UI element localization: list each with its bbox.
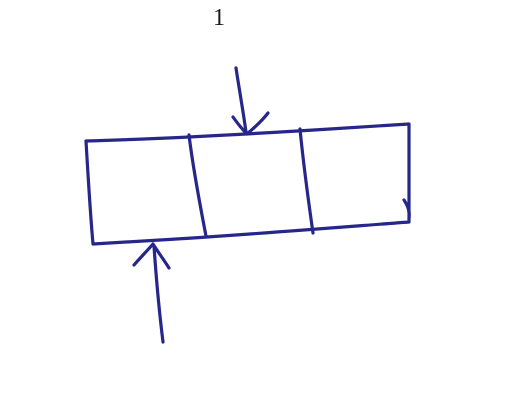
- top-arrow-shaft: [234, 66, 248, 134]
- corner-tick: [402, 198, 411, 220]
- top-arrow-head: [231, 111, 270, 136]
- bottom-arrow-head: [132, 242, 171, 270]
- page-number: 1: [213, 5, 225, 31]
- bottom-arrow-shaft: [152, 244, 165, 344]
- rectangle-outline: [84, 122, 411, 246]
- divider-right: [298, 127, 315, 235]
- divider-left: [187, 133, 208, 238]
